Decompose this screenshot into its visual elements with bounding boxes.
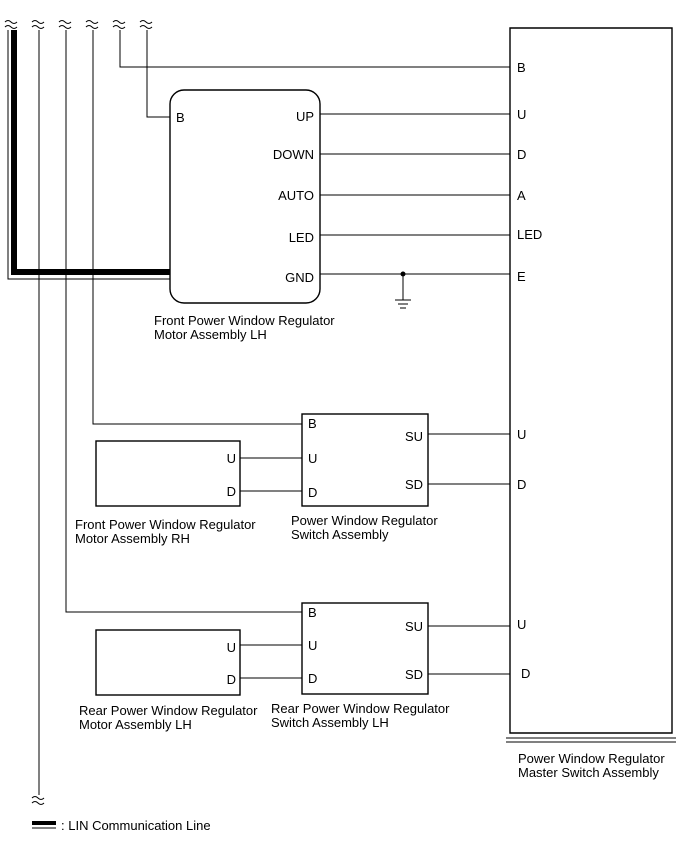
front-motor-rh-pin-d: D — [227, 484, 236, 499]
front-switch-label-line1: Power Window Regulator — [291, 513, 438, 528]
master-pin-u: U — [517, 107, 526, 122]
rear-switch-lh-box — [301, 602, 429, 695]
front-motor-lh-pin-auto: AUTO — [278, 188, 314, 203]
front-motor-lh-pin-up: UP — [296, 109, 314, 124]
rear-switch-lh-label-line1: Rear Power Window Regulator — [271, 701, 450, 716]
rear-motor-lh-pin-d: D — [227, 672, 236, 687]
master-pin-d3: D — [521, 666, 530, 681]
front-switch-pin-b: B — [308, 416, 317, 431]
master-pin-d: D — [517, 147, 526, 162]
rear-switch-lh-label-line2: Switch Assembly LH — [271, 715, 389, 730]
master-switch-label-line1: Power Window Regulator — [518, 751, 665, 766]
master-switch-break-mark — [506, 737, 676, 743]
front-motor-lh-wires — [320, 113, 510, 300]
feed-wires — [38, 30, 510, 795]
rear-motor-lh-box — [95, 629, 241, 696]
master-pin-u3: U — [517, 617, 526, 632]
front-motor-rh-label-line1: Front Power Window Regulator — [75, 517, 256, 532]
legend-label: : LIN Communication Line — [61, 818, 211, 833]
rear-motor-lh-pin-u: U — [227, 640, 236, 655]
master-pin-a: A — [517, 188, 526, 203]
rear-switch-lh-pin-su: SU — [405, 619, 423, 634]
front-motor-rh-label-line2: Motor Assembly RH — [75, 531, 190, 546]
front-motor-lh-box — [169, 89, 321, 304]
rear-switch-lh-pin-sd: SD — [405, 667, 423, 682]
master-pin-led: LED — [517, 227, 542, 242]
rear-motor-lh-label-line2: Motor Assembly LH — [79, 717, 192, 732]
front-switch-label-line2: Switch Assembly — [291, 527, 389, 542]
lin-bus — [7, 30, 170, 280]
wire-break-marks — [4, 20, 153, 805]
front-motor-lh-pin-down: DOWN — [273, 147, 314, 162]
front-switch-pin-sd: SD — [405, 477, 423, 492]
front-motor-lh-pin-gnd: GND — [285, 270, 314, 285]
master-pin-e: E — [517, 269, 526, 284]
rear-switch-lh-pin-b: B — [308, 605, 317, 620]
front-motor-lh-pin-b: B — [176, 110, 185, 125]
legend: : LIN Communication Line — [32, 818, 211, 833]
front-motor-lh-label-line2: Motor Assembly LH — [154, 327, 267, 342]
front-motor-rh-box — [95, 440, 241, 507]
master-pin-b: B — [517, 60, 526, 75]
ground-icon — [395, 299, 411, 309]
front-switch-pin-d: D — [308, 485, 317, 500]
front-motor-rh-pin-u: U — [227, 451, 236, 466]
master-switch-label-line2: Master Switch Assembly — [518, 765, 659, 780]
master-pin-u2: U — [517, 427, 526, 442]
front-switch-box — [301, 413, 429, 507]
front-motor-lh-pin-led: LED — [289, 230, 314, 245]
rear-motor-lh-label-line1: Rear Power Window Regulator — [79, 703, 258, 718]
rear-switch-lh-pin-u: U — [308, 638, 317, 653]
master-switch-box — [509, 27, 673, 734]
front-switch-pin-su: SU — [405, 429, 423, 444]
front-motor-lh-label-line1: Front Power Window Regulator — [154, 313, 335, 328]
rear-switch-lh-pin-d: D — [308, 671, 317, 686]
master-pin-d2: D — [517, 477, 526, 492]
front-switch-pin-u: U — [308, 451, 317, 466]
